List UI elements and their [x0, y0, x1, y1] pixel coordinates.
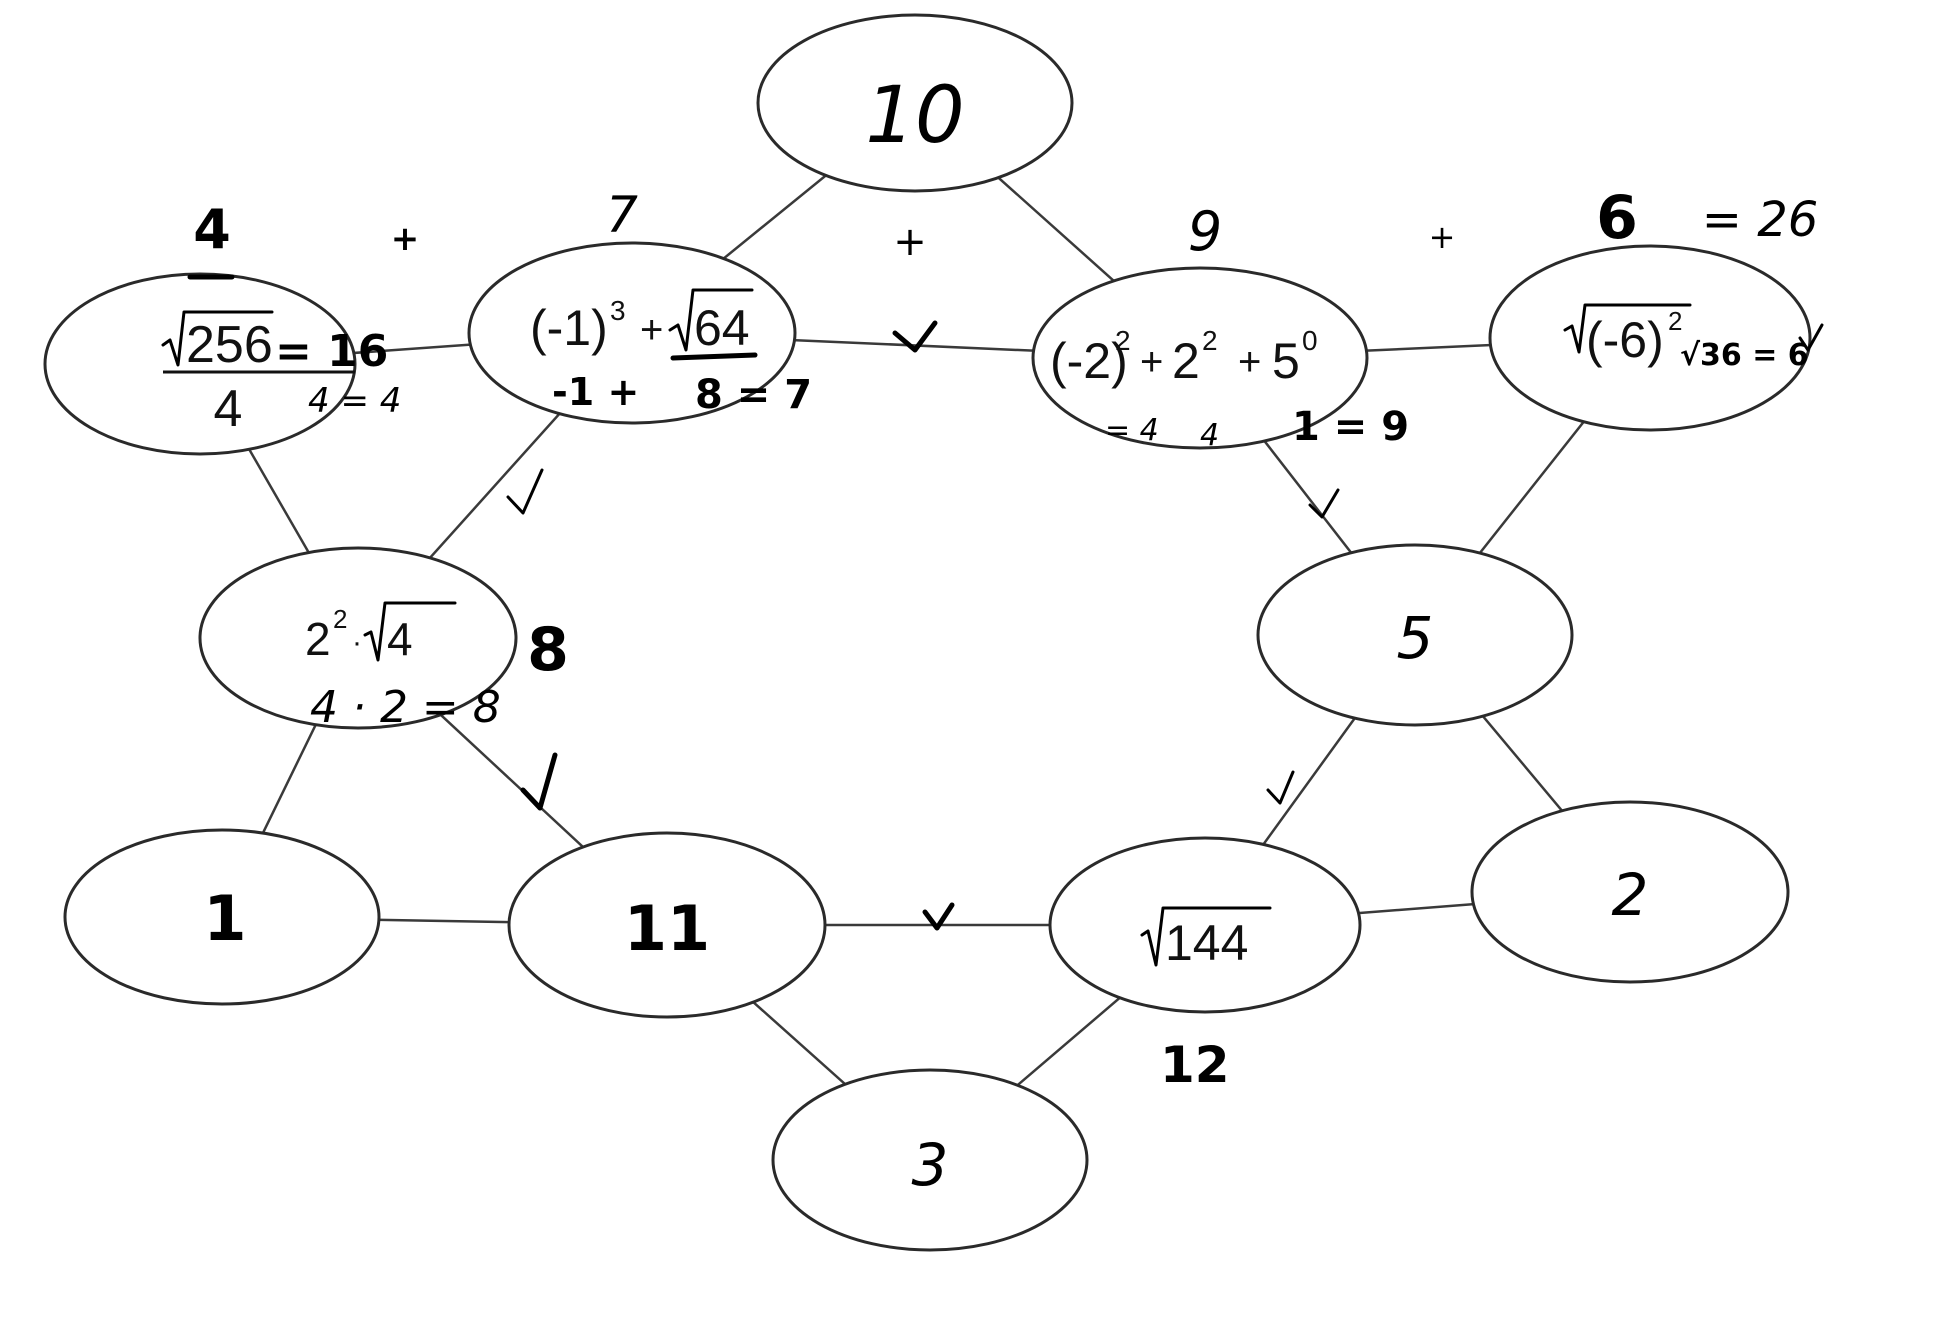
- checkmark-icon: [506, 468, 544, 515]
- plus-sign: +: [893, 219, 927, 265]
- radicand: 4: [387, 613, 413, 665]
- checkmark-icon: [1798, 323, 1824, 352]
- node-label: 2: [1612, 861, 1649, 929]
- underline: [670, 352, 758, 361]
- sqrt-symbol: [668, 288, 754, 352]
- work-term3: 1 = 9: [1292, 404, 1409, 450]
- top-value-7: 7: [606, 186, 638, 244]
- plus-sign: +: [391, 219, 420, 259]
- node-ellipse: [1470, 800, 1790, 984]
- work-below: 12: [1160, 1036, 1230, 1094]
- sqrt-symbol: [363, 601, 457, 662]
- node-ellipse: [1256, 543, 1574, 727]
- checkmarks: [506, 320, 1824, 931]
- node-1: 1: [63, 828, 381, 1006]
- node-ellipse: [756, 13, 1074, 193]
- checkmark-icon: [892, 320, 938, 353]
- term-exponent: 3: [610, 295, 626, 326]
- radicand: 64: [694, 300, 750, 356]
- node-ellipse: [63, 828, 381, 1006]
- node-label: 10: [865, 71, 964, 161]
- node-label: 5: [1397, 604, 1434, 672]
- node-label: 1: [203, 882, 246, 955]
- dot-operator: ·: [352, 626, 362, 659]
- radicand: 256: [186, 316, 273, 374]
- work-term1: = 4: [1105, 413, 1159, 448]
- node-ellipse: [1048, 836, 1362, 1014]
- work: 4 · 2 = 8: [310, 682, 501, 733]
- node-11: 11: [507, 831, 827, 1019]
- plus-sign: +: [1429, 218, 1456, 256]
- checkmark-icon: [922, 902, 955, 931]
- term1-exponent: 2: [1115, 325, 1131, 356]
- sum-total: = 26: [1702, 192, 1819, 248]
- term3-base: 5: [1272, 333, 1300, 389]
- sqrt-symbol: [161, 310, 274, 367]
- checkmark-icon: [520, 752, 558, 811]
- node-ellipse: [771, 1068, 1089, 1252]
- node-2: 2: [1470, 800, 1790, 984]
- work-equals-16: = 16: [275, 326, 388, 377]
- node-label: 11: [624, 892, 710, 965]
- term1-base: (-2): [1050, 333, 1128, 389]
- sqrt-symbol: [1140, 906, 1272, 967]
- node-sqrt256-over-4: 256 4 = 16 4 = 4: [43, 272, 401, 456]
- node-10: 10: [756, 13, 1074, 193]
- node-sqrt-neg6-squared: (-6) 2 √36 = 6: [1488, 244, 1812, 432]
- node-label: 3: [912, 1131, 949, 1199]
- term2-exponent: 2: [1202, 325, 1218, 356]
- node-ellipse: [1488, 244, 1812, 432]
- result-8: 8: [527, 615, 569, 685]
- node-ellipse: [467, 241, 797, 425]
- work-left: -1 +: [552, 370, 639, 414]
- top-value-4: 4: [193, 198, 231, 261]
- radicand-base: (-6): [1586, 312, 1664, 368]
- top-value-9: 9: [1188, 200, 1222, 263]
- work-below: 4 = 4: [308, 381, 401, 421]
- node-ellipse: [1031, 266, 1369, 450]
- operator: +: [1140, 340, 1163, 384]
- checkmark-icon: [1308, 488, 1340, 519]
- node-neg1-cubed-plus-sqrt64: (-1) 3 + 64 -1 + 8 = 7: [467, 241, 812, 425]
- node-ellipse: [43, 272, 357, 456]
- operator: +: [640, 308, 663, 352]
- work-right: 8 = 7: [695, 372, 812, 418]
- node-sqrt144: 144 12: [1048, 836, 1362, 1094]
- term2-base: 2: [1172, 333, 1200, 389]
- node-2sq-times-sqrt4: 2 2 · 4 4 · 2 = 8: [198, 546, 518, 733]
- term3-exponent: 0: [1302, 325, 1318, 356]
- top-sum-annotations: 4 + 7 + 9 + 6 = 26: [187, 183, 1819, 280]
- work: √36 = 6: [1680, 338, 1809, 373]
- top-value-6: 6: [1596, 183, 1638, 253]
- term-base: (-1): [530, 300, 608, 356]
- sqrt-symbol: [1563, 303, 1692, 354]
- term-exponent: 2: [333, 604, 347, 634]
- operator: +: [1238, 340, 1261, 384]
- work-term2: 4: [1200, 418, 1219, 453]
- checkmark-icon: [1266, 770, 1295, 805]
- node-5: 5: [1256, 543, 1574, 727]
- term-base: 2: [305, 613, 331, 665]
- node-3: 3: [771, 1068, 1089, 1252]
- denominator: 4: [214, 380, 243, 438]
- node-ellipse: [198, 546, 518, 730]
- node-ellipse: [507, 831, 827, 1019]
- radicand-exponent: 2: [1668, 306, 1682, 336]
- radicand: 144: [1165, 915, 1248, 971]
- node-neg2sq-plus-2sq-plus-5pow0: (-2) 2 + 2 2 + 5 0 = 4 4 1 = 9: [1031, 266, 1409, 453]
